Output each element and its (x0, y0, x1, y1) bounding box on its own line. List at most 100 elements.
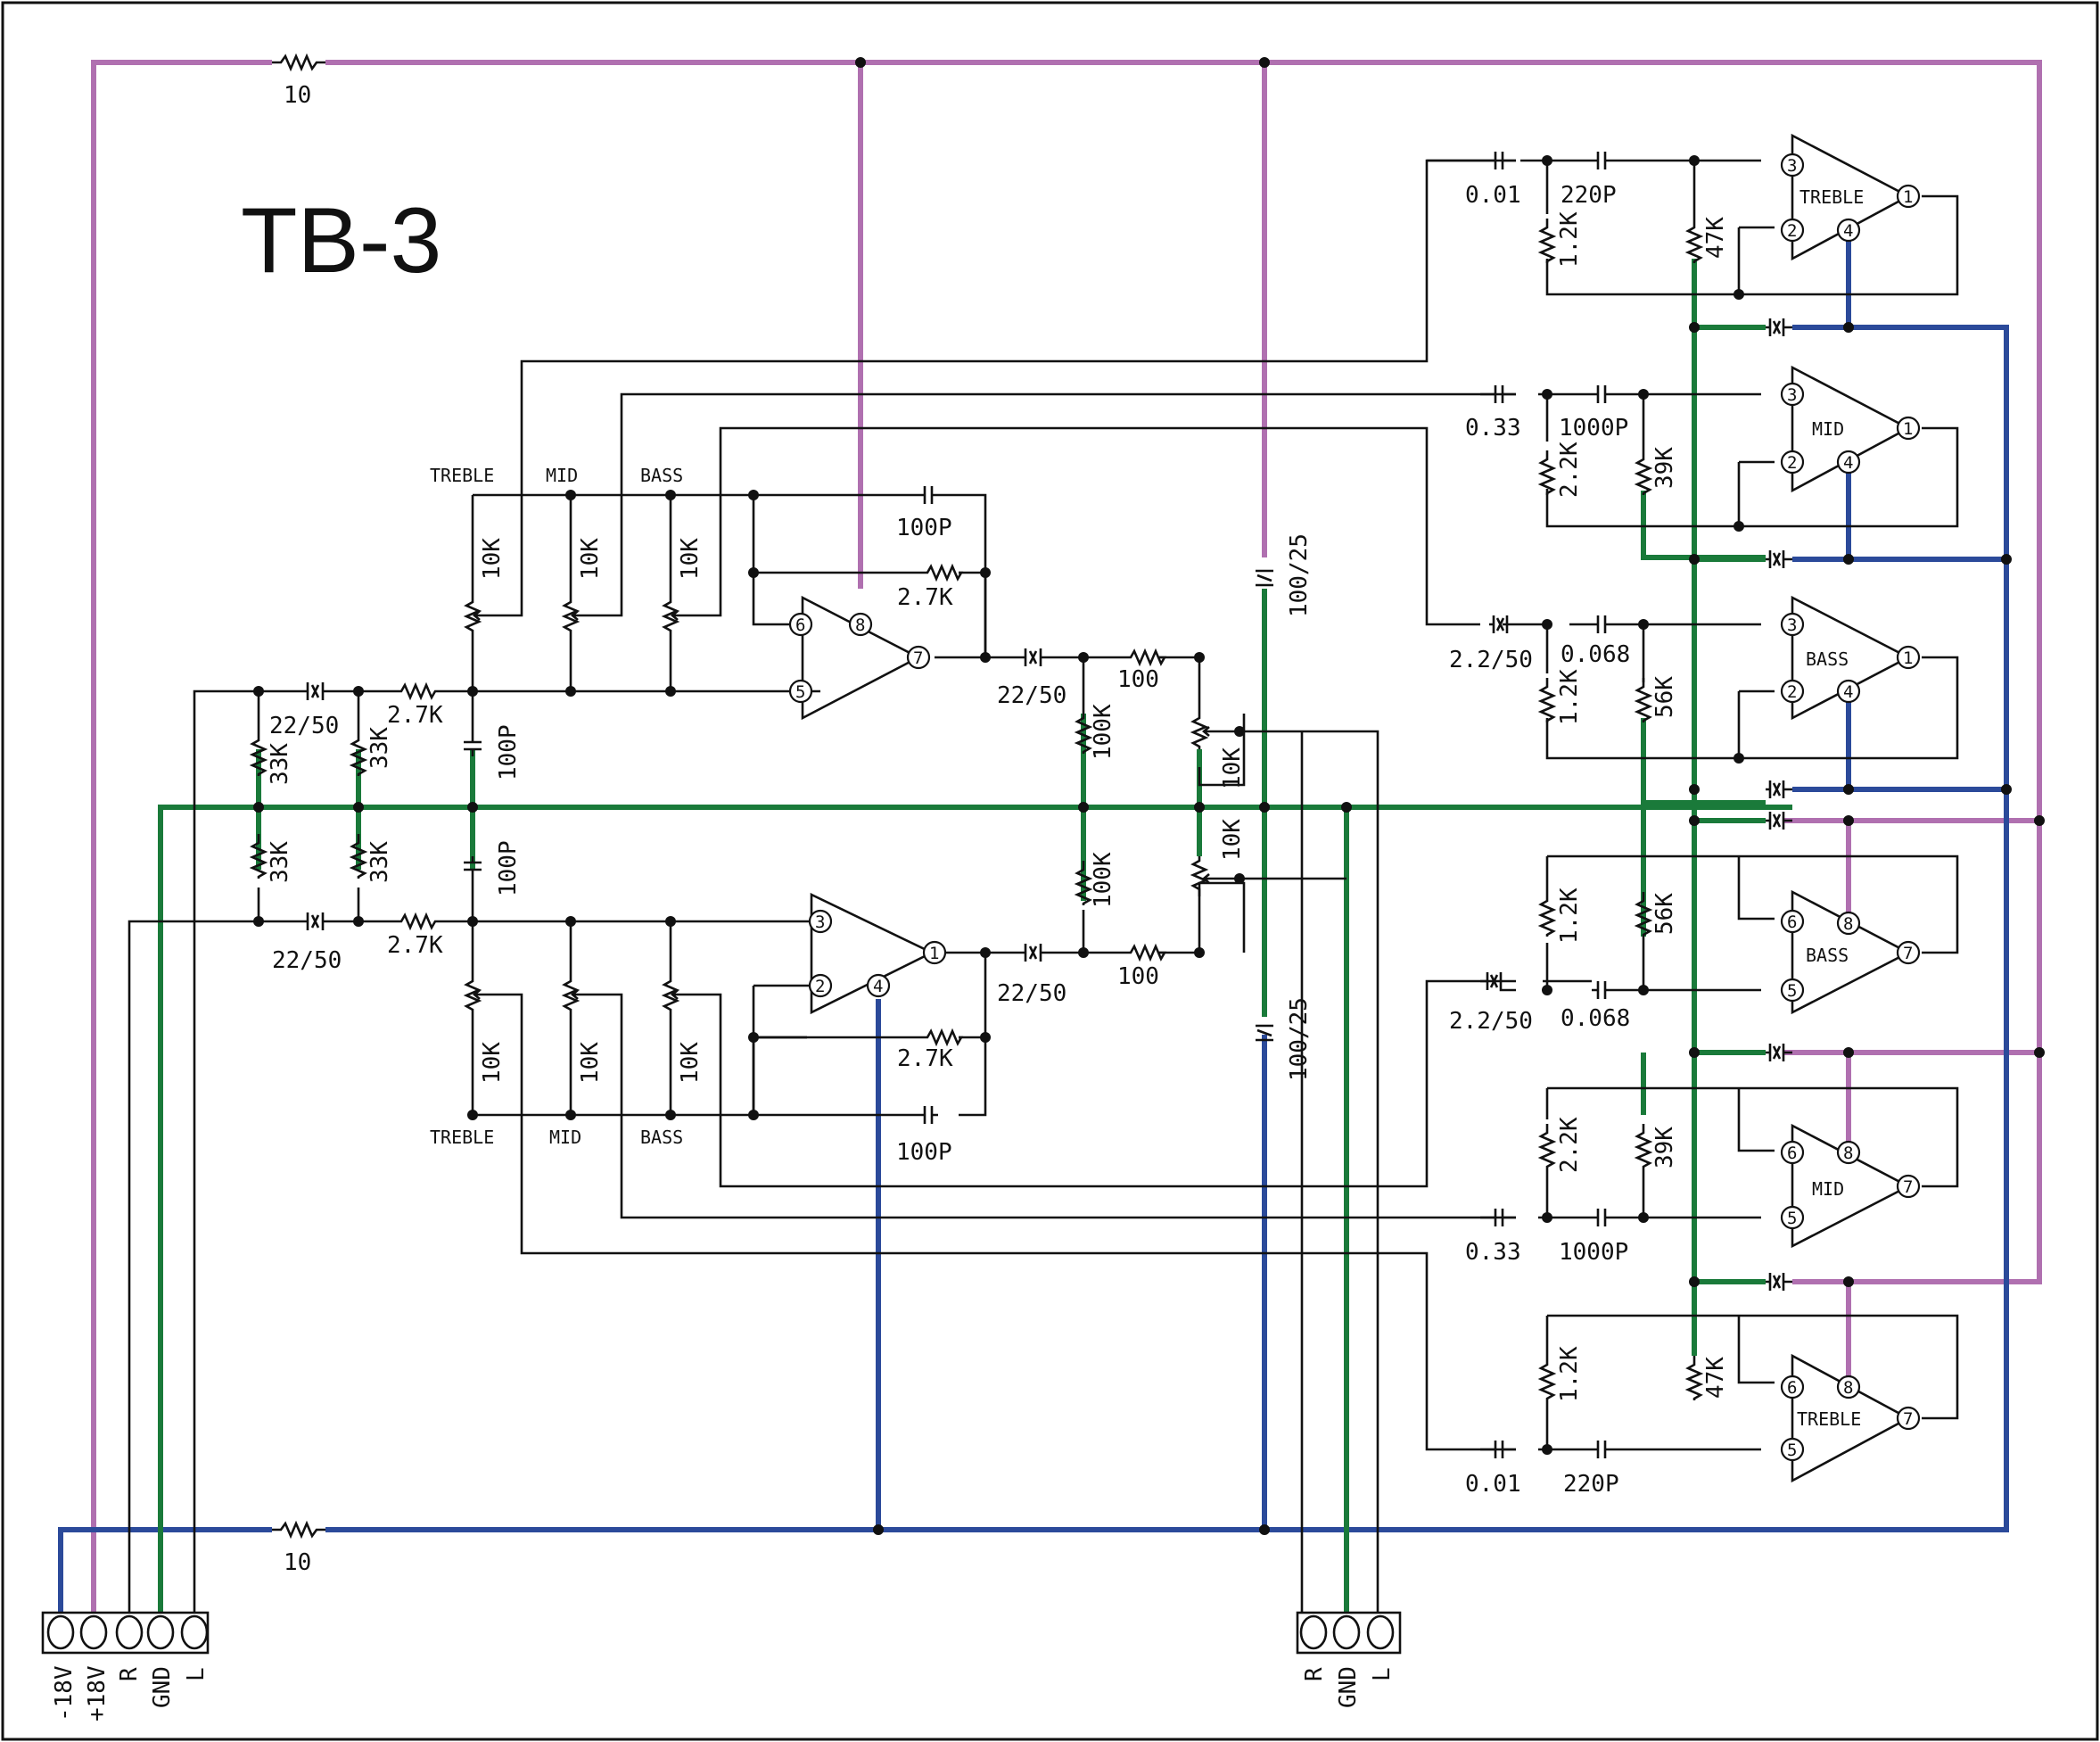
svg-text:39K: 39K (1651, 447, 1678, 489)
svg-text:5: 5 (1787, 1441, 1797, 1460)
svg-text:0.068: 0.068 (1561, 1005, 1630, 1032)
svg-text:TREBLE: TREBLE (1797, 1408, 1861, 1430)
svg-text:5: 5 (1787, 981, 1797, 1001)
svg-text:1: 1 (1903, 419, 1913, 439)
svg-text:100/25: 100/25 (1286, 533, 1313, 617)
capacitor-symbol (303, 152, 1792, 1458)
svg-text:22/50: 22/50 (272, 947, 342, 974)
svg-text:2.7K: 2.7K (897, 584, 953, 611)
svg-text:7: 7 (913, 648, 923, 668)
svg-text:7: 7 (1903, 1177, 1913, 1197)
svg-text:2.2K: 2.2K (1556, 1117, 1583, 1173)
svg-text:5: 5 (795, 682, 805, 702)
svg-text:4: 4 (873, 977, 883, 996)
svg-text:2.7K: 2.7K (387, 932, 443, 959)
svg-text:1.2K: 1.2K (1556, 211, 1583, 268)
svg-text:4: 4 (1843, 453, 1853, 473)
svg-text:1000P: 1000P (1559, 1239, 1628, 1266)
signal-wiring (128, 159, 1959, 1619)
junction-dots (253, 57, 2045, 1535)
svg-text:1: 1 (929, 944, 939, 963)
svg-text:100P: 100P (896, 515, 952, 541)
svg-text:BASS: BASS (1806, 945, 1849, 966)
component-labels: 10 10 TREBLE MID BASS TREBLE MID BASS 10… (267, 82, 1864, 1576)
svg-text:10K: 10K (479, 538, 506, 580)
svg-text:100K: 100K (1090, 704, 1116, 760)
power-connector: -18V +18V R GND L (41, 1611, 210, 1721)
svg-text:3: 3 (815, 912, 825, 932)
svg-text:6: 6 (795, 615, 805, 635)
svg-text:R: R (1301, 1667, 1328, 1681)
svg-text:BASS: BASS (640, 1127, 683, 1148)
svg-text:R: R (116, 1667, 143, 1681)
svg-text:BASS: BASS (1806, 648, 1849, 670)
svg-text:33K: 33K (366, 727, 393, 769)
svg-text:10K: 10K (577, 1042, 604, 1084)
svg-text:TREBLE: TREBLE (1799, 186, 1864, 208)
svg-text:4: 4 (1843, 682, 1853, 702)
svg-text:220P: 220P (1561, 182, 1617, 209)
components (249, 53, 1911, 1540)
svg-text:8: 8 (1843, 1378, 1853, 1398)
svg-text:10K: 10K (1219, 747, 1246, 789)
svg-text:22/50: 22/50 (269, 713, 339, 739)
svg-text:8: 8 (855, 615, 865, 635)
svg-text:0.01: 0.01 (1465, 1471, 1521, 1498)
svg-text:1: 1 (1903, 648, 1913, 668)
svg-text:39K: 39K (1651, 1127, 1678, 1168)
svg-text:8: 8 (1843, 914, 1853, 934)
svg-text:0.01: 0.01 (1465, 182, 1521, 209)
r-top-label: 10 (284, 82, 311, 109)
svg-text:33K: 33K (267, 841, 293, 883)
svg-text:1.2K: 1.2K (1556, 888, 1583, 944)
svg-text:L: L (183, 1667, 210, 1681)
svg-text:MID: MID (1812, 1178, 1844, 1200)
svg-text:33K: 33K (267, 743, 293, 785)
svg-text:5: 5 (1787, 1209, 1797, 1228)
svg-text:100P: 100P (896, 1139, 952, 1166)
svg-text:1: 1 (1903, 187, 1913, 207)
svg-text:2: 2 (1787, 221, 1797, 241)
svg-text:2.2K: 2.2K (1556, 442, 1583, 498)
svg-text:3: 3 (1787, 385, 1797, 405)
svg-text:10K: 10K (1219, 819, 1246, 861)
svg-text:22/50: 22/50 (997, 682, 1066, 709)
svg-text:100: 100 (1117, 666, 1159, 693)
svg-text:47K: 47K (1702, 1357, 1729, 1399)
resistor-symbol (249, 53, 1704, 1540)
svg-text:+18V: +18V (84, 1665, 111, 1721)
svg-text:0.33: 0.33 (1465, 1239, 1521, 1266)
svg-text:2.7K: 2.7K (897, 1045, 953, 1072)
svg-text:L: L (1369, 1667, 1396, 1681)
svg-text:MID: MID (546, 465, 578, 486)
svg-text:6: 6 (1787, 1378, 1797, 1398)
svg-text:10K: 10K (677, 538, 704, 580)
svg-text:1.2K: 1.2K (1556, 669, 1583, 725)
svg-text:7: 7 (1903, 1409, 1913, 1429)
svg-text:2: 2 (1787, 682, 1797, 702)
svg-text:100P: 100P (495, 724, 522, 780)
svg-text:220P: 220P (1563, 1471, 1619, 1498)
svg-text:100P: 100P (495, 840, 522, 896)
svg-text:2.2/50: 2.2/50 (1449, 1008, 1533, 1035)
diagram-title: TB-3 (241, 189, 441, 293)
svg-text:1.2K: 1.2K (1556, 1346, 1583, 1402)
svg-text:GND: GND (149, 1666, 176, 1708)
svg-text:0.33: 0.33 (1465, 415, 1521, 442)
svg-text:10K: 10K (479, 1042, 506, 1084)
output-connector: R GND L (1296, 1611, 1402, 1708)
opamp-pins: 6 8 5 7 3 2 4 1 (788, 612, 947, 998)
svg-text:1000P: 1000P (1559, 415, 1628, 442)
svg-text:10K: 10K (577, 538, 604, 580)
svg-text:56K: 56K (1651, 893, 1678, 935)
potentiometer-symbol (463, 598, 1239, 1017)
pin-group-upper-left: 6 8 5 7 (788, 612, 931, 704)
svg-text:100K: 100K (1090, 852, 1116, 908)
pin-group-lower-left: 3 2 4 1 (808, 909, 947, 998)
r-bot-label: 10 (284, 1549, 311, 1576)
svg-text:-18V: -18V (51, 1665, 78, 1721)
svg-text:GND: GND (1335, 1666, 1362, 1708)
svg-text:2.2/50: 2.2/50 (1449, 647, 1533, 673)
svg-text:7: 7 (1903, 944, 1913, 963)
svg-text:47K: 47K (1702, 217, 1729, 259)
